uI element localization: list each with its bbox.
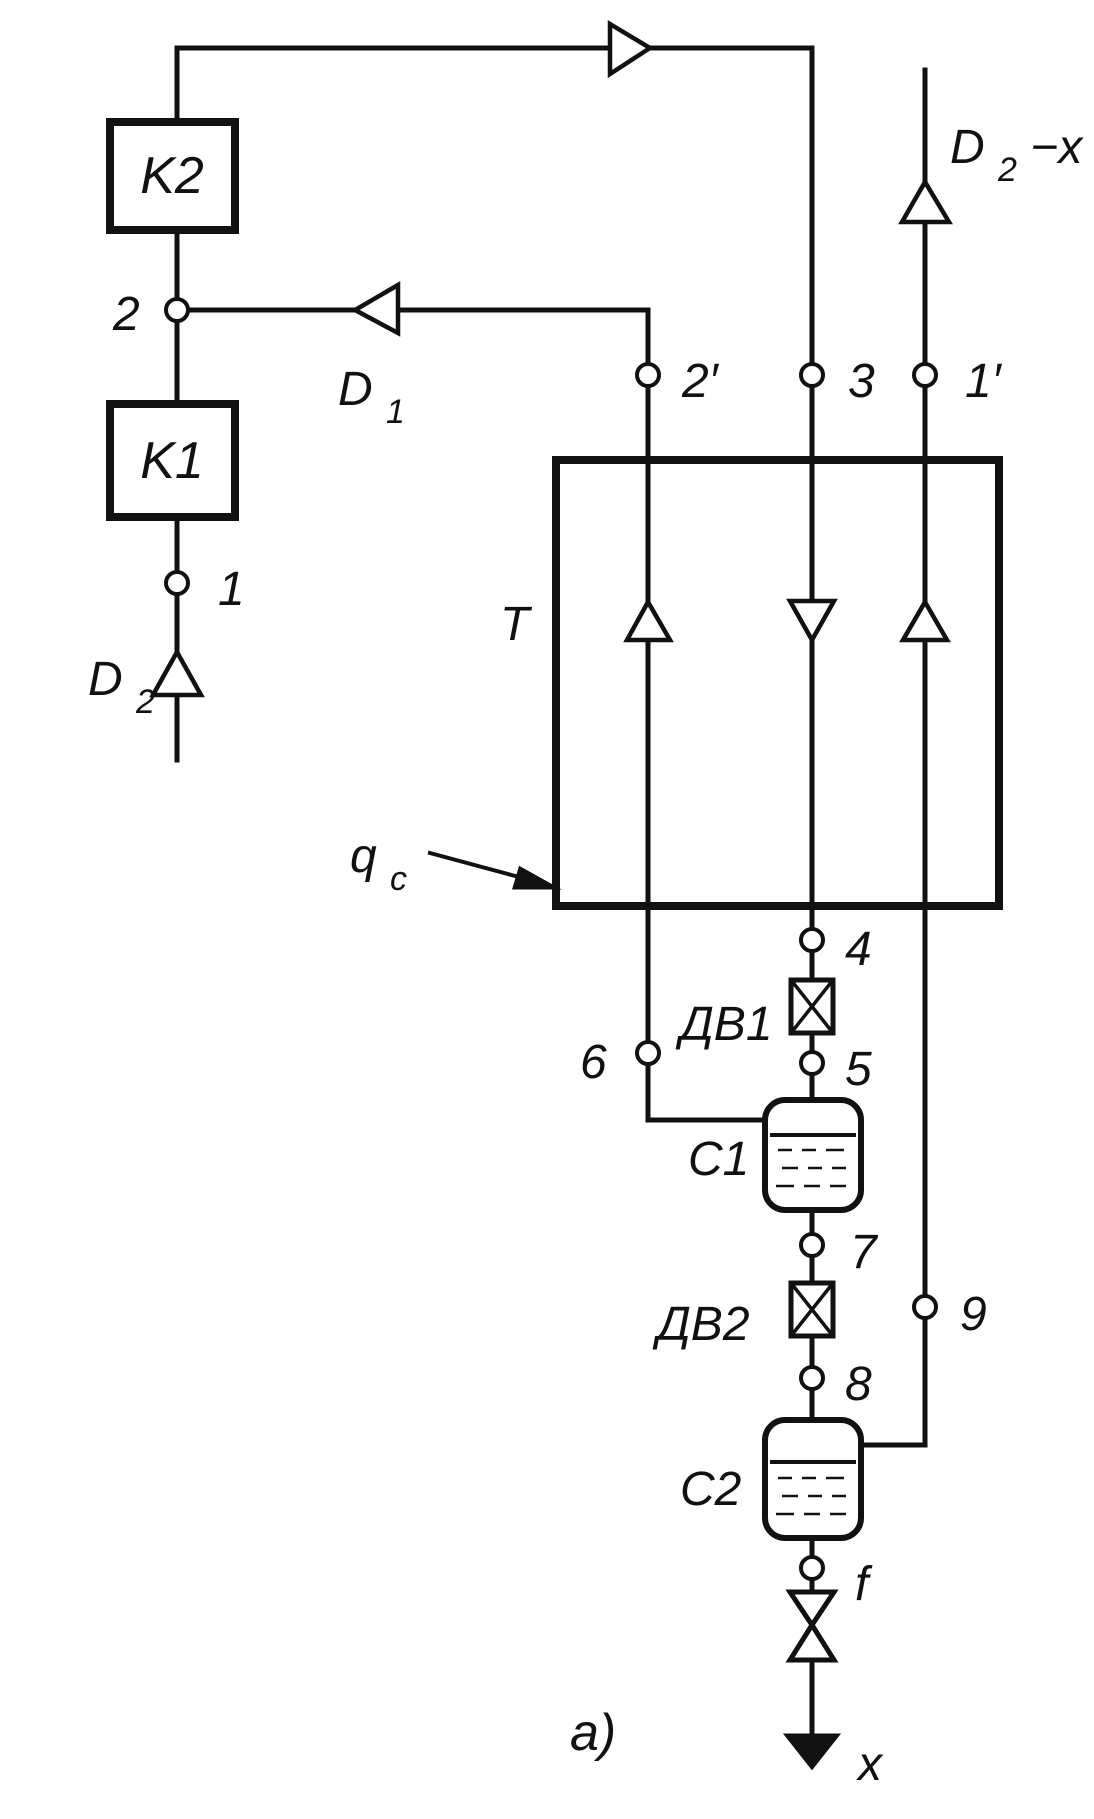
compressor-k1-label: K1 — [140, 432, 204, 490]
node-2 — [164, 297, 190, 323]
heat-exchanger: T — [500, 456, 1003, 910]
compressor-k1: K1 — [106, 400, 239, 521]
pipe-k2-discharge — [174, 45, 815, 908]
node-6-label: 6 — [580, 1036, 607, 1089]
state-nodes — [164, 297, 938, 1581]
node-7-label: 7 — [850, 1226, 879, 1279]
flow-d2-label: D 2 — [88, 653, 155, 721]
node-f-label: f — [855, 1558, 873, 1611]
separator-c2-label: С2 — [680, 1463, 741, 1516]
flow-d2x-symbol: D — [950, 121, 985, 174]
node-3-label: 3 — [848, 355, 875, 408]
node-f — [799, 1555, 825, 1581]
product-label: x — [856, 1738, 884, 1791]
figure-caption: a) — [570, 1704, 616, 1762]
node-8-label: 8 — [845, 1358, 872, 1411]
node-1p-label: 1′ — [965, 355, 1003, 408]
compressor-k2-label: K2 — [140, 147, 204, 205]
node-5-label: 5 — [845, 1043, 872, 1096]
compressor-k2: K2 — [106, 118, 239, 234]
node-1-prime — [912, 362, 938, 388]
flow-d1-label: D 1 — [338, 363, 405, 431]
node-2p-label: 2′ — [681, 355, 720, 408]
separator-c1: С1 — [688, 1097, 864, 1213]
heat-exchanger-label: T — [500, 598, 533, 651]
throttle-dv1-label: ДВ1 — [675, 998, 773, 1051]
node-9 — [912, 1294, 938, 1320]
node-7 — [799, 1232, 825, 1258]
product-outlet-arrow — [782, 1733, 842, 1771]
throttle-dv2: ДВ2 — [652, 1280, 836, 1351]
flow-arrow-d2-inlet — [149, 647, 205, 698]
node-9-label: 9 — [960, 1288, 987, 1341]
node-2-prime — [635, 362, 661, 388]
node-2-label: 2 — [112, 288, 140, 341]
node-1-label: 1 — [218, 563, 245, 616]
flow-d1-symbol: D — [338, 363, 373, 416]
node-3 — [799, 362, 825, 388]
throttle-dv1: ДВ1 — [675, 977, 836, 1051]
flow-arrow-ex-right — [899, 597, 951, 643]
node-5 — [799, 1050, 825, 1076]
node-8 — [799, 1365, 825, 1391]
flow-arrow-top — [607, 20, 655, 79]
flow-arrow-ex-center — [786, 598, 838, 645]
flow-arrows — [149, 20, 953, 698]
separator-c2: С2 — [680, 1417, 864, 1541]
node-6 — [635, 1040, 661, 1066]
heat-leak-symbol: q — [350, 830, 377, 883]
flow-d2x-suffix: −x — [1030, 121, 1084, 174]
throttle-dv2-label: ДВ2 — [652, 1298, 750, 1351]
pipe-d1-return — [174, 307, 768, 1123]
heat-leak-subscript: c — [390, 860, 407, 898]
flow-d2-symbol: D — [88, 653, 123, 706]
flow-arrow-d2x — [898, 177, 953, 225]
flow-arrow-ex-left — [623, 597, 674, 643]
flow-d1-subscript: 1 — [386, 393, 405, 431]
flow-d2x-label: D 2 −x — [950, 121, 1084, 192]
node-4 — [799, 927, 825, 953]
flow-d2-subscript: 2 — [135, 683, 155, 721]
node-labels: 1 2 2′ 3 1′ 4 5 6 7 8 9 f — [112, 288, 1003, 1611]
separator-c1-label: С1 — [688, 1133, 749, 1186]
heat-leak-label: q c — [350, 830, 407, 898]
pipe-d2x-return — [855, 67, 928, 1448]
flow-d2x-subscript: 2 — [997, 151, 1017, 189]
node-4-label: 4 — [845, 923, 872, 976]
stop-valve — [785, 1589, 839, 1663]
heat-leak-arrow: q c — [350, 830, 562, 898]
flow-arrow-d1 — [350, 281, 401, 337]
node-1 — [164, 570, 190, 596]
